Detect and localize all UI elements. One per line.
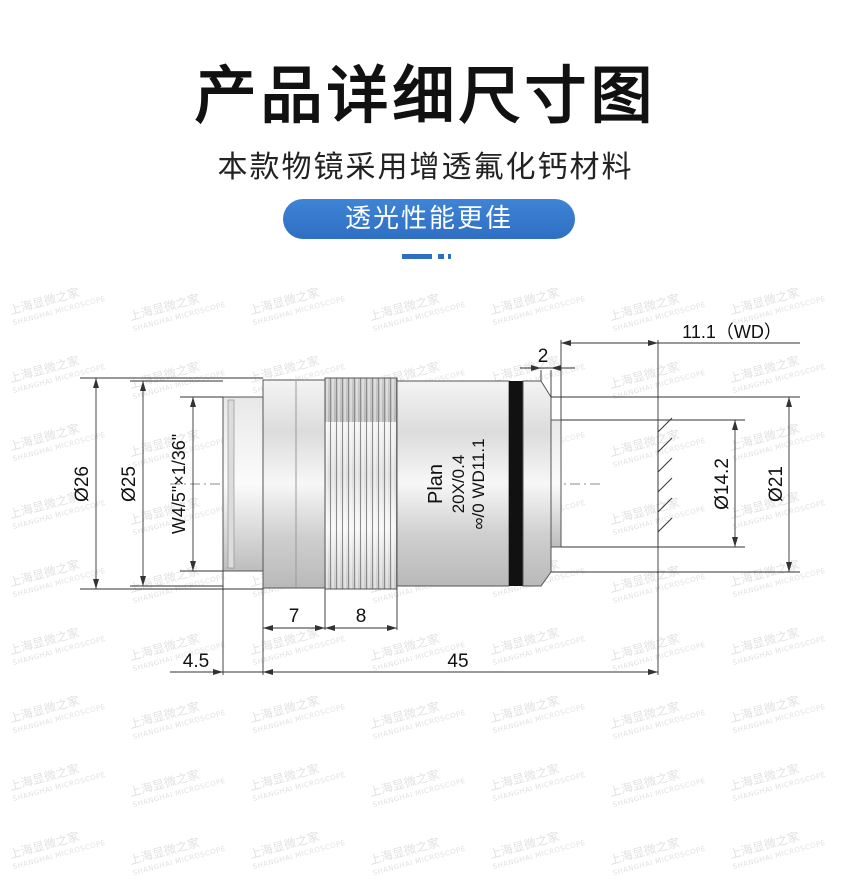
dim-length-7: 7 bbox=[289, 606, 300, 627]
nose-taper bbox=[522, 380, 552, 587]
page-subtitle: 本款物镜采用增透氟化钙材料 bbox=[217, 150, 634, 185]
front-lens-mount bbox=[550, 419, 562, 548]
color-band bbox=[509, 381, 523, 586]
specimen-plane bbox=[657, 417, 673, 545]
dim-length-2: 2 bbox=[538, 346, 549, 367]
dim-length-45: 45 bbox=[447, 651, 468, 672]
engraving-line-1: Plan bbox=[425, 464, 447, 504]
dimension-lines bbox=[80, 340, 800, 675]
objective-dimension-drawing: Plan 20X/0.4 ∞/0 WD11.1 bbox=[72, 322, 800, 675]
dim-diameter-14: Ø14.2 bbox=[712, 458, 733, 510]
dim-length-8: 8 bbox=[356, 606, 367, 627]
feature-badge: 透光性能更佳 bbox=[283, 199, 575, 239]
dimension-arrows bbox=[93, 340, 792, 675]
objective-body bbox=[222, 377, 562, 590]
engraving-line-2: 20X/0.4 bbox=[449, 455, 468, 514]
barrel-section bbox=[396, 380, 510, 587]
dim-working-distance: 11.1（WD） bbox=[682, 322, 782, 342]
knurled-ring bbox=[324, 377, 398, 590]
dim-thread: W4/5"×1/36" bbox=[169, 434, 189, 534]
engraving-line-3: ∞/0 WD11.1 bbox=[469, 438, 488, 529]
dim-diameter-26: Ø26 bbox=[72, 466, 93, 502]
dim-length-4-5: 4.5 bbox=[183, 651, 209, 672]
shoulder-section bbox=[262, 379, 326, 589]
dim-diameter-21: Ø21 bbox=[766, 466, 787, 502]
accent-divider bbox=[402, 254, 451, 259]
page-title: 产品详细尺寸图 bbox=[194, 59, 657, 132]
dim-diameter-25: Ø25 bbox=[119, 466, 140, 502]
